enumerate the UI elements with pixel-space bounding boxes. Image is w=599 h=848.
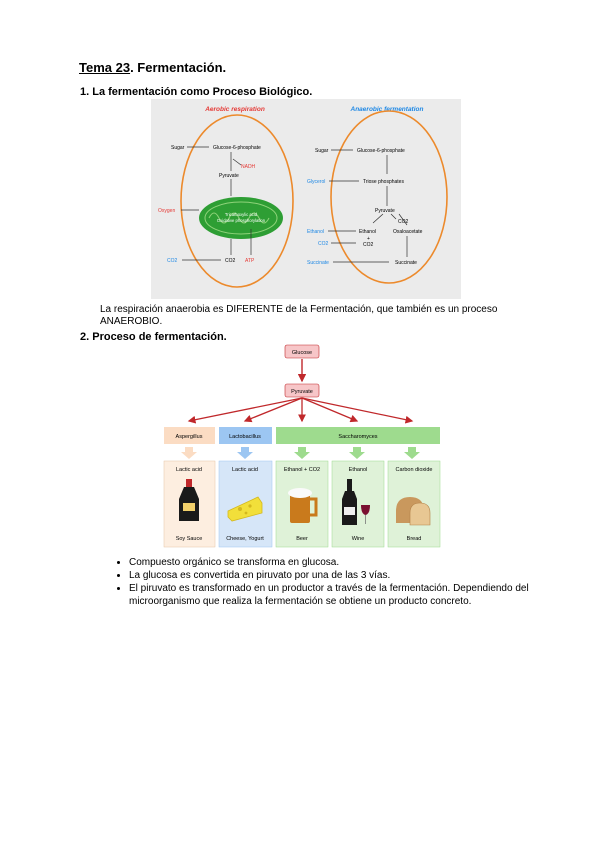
food-wine: Wine (352, 536, 365, 542)
pyruvate-label: Pyruvate (291, 389, 313, 395)
anaerobic-oxaloacetate: Oxaloacetate (393, 229, 423, 235)
beer-mug-icon (288, 488, 318, 523)
aerobic-sugar: Sugar (171, 145, 185, 151)
glucose-box (284, 344, 320, 359)
bullet-item: Compuesto orgánico se transforma en gluc… (129, 556, 529, 569)
fermentation-process-diagram: Glucose Pyruvate Aspergillus Lactobacill… (163, 344, 441, 548)
anaerobic-cell-outline (330, 110, 448, 284)
organism-saccharomyces: Saccharomyces (338, 434, 377, 440)
product-wine: Ethanol (349, 467, 368, 473)
product-cheese: Lactic acid (232, 467, 258, 473)
bullet-item: La glucosa es convertida en piruvato por… (129, 569, 529, 582)
anaerobic-pyruvate: Pyruvate (375, 208, 395, 214)
aerobic-cell-outline (180, 114, 294, 288)
aerobic-title: Aerobic respiration (204, 106, 265, 113)
aerobic-oxygen: Oxygen (158, 208, 175, 214)
organism-aspergillus: Aspergillus (176, 434, 203, 440)
anaerobic-plus: + (367, 236, 370, 242)
mito-label-2: Oxidative phosphorylation (217, 218, 266, 223)
product-bread: Carbon dioxide (396, 467, 433, 473)
aerobic-nadh: NADH (241, 164, 256, 170)
summary-bullet-list: Compuesto orgánico se transforma en gluc… (112, 556, 529, 608)
saccharomyces-box (276, 427, 440, 444)
anaerobic-succinate-left: Succinate (307, 260, 329, 266)
aerobic-pyruvate: Pyruvate (219, 173, 239, 179)
anaerobic-triose: Triose phosphates (363, 179, 404, 185)
lactobacillus-box (219, 427, 272, 444)
anaerobic-co2-b: CO2 (363, 242, 374, 248)
food-soy: Soy Sauce (176, 536, 203, 542)
page-title: Tema 23. Fermentación. (79, 60, 226, 75)
anaerobic-co2-left: CO2 (318, 241, 329, 247)
aerobic-co2-left: CO2 (167, 258, 178, 264)
pyruvate-oxaloacetate-line (398, 213, 408, 226)
wine-bottle-icon (342, 479, 370, 525)
food-bread: Bread (407, 536, 422, 542)
soy-sauce-bottle-icon (179, 479, 199, 521)
pyruvate-box (284, 383, 320, 398)
cheese-icon (227, 496, 263, 522)
column-wine (331, 460, 385, 548)
title-number: Tema 23 (79, 60, 131, 75)
aerobic-co2: CO2 (225, 258, 236, 264)
anaerobic-note-paragraph: La respiración anaerobia es DIFERENTE de… (100, 304, 498, 327)
respiration-vs-fermentation-diagram: Aerobic respiration Anaerobic fermentati… (151, 99, 461, 299)
product-beer: Ethanol + CO2 (284, 467, 320, 473)
organism-lactobacillus: Lactobacillus (229, 434, 261, 440)
food-cheese: Cheese, Yogurt (226, 536, 264, 542)
product-soy: Lactic acid (176, 467, 202, 473)
anaerobic-co2-a: CO2 (398, 219, 409, 225)
anaerobic-succinate: Succinate (395, 260, 417, 266)
pyruvate-branch-arrows (187, 397, 414, 424)
aerobic-atp: ATP (245, 258, 255, 264)
organism-down-arrows (181, 447, 420, 459)
title-text: . Fermentación. (130, 60, 227, 75)
pyruvate-ethanol-line (372, 213, 384, 224)
glucose-label: Glucose (292, 350, 312, 356)
anaerobic-ethanol: Ethanol (359, 229, 376, 235)
bullet-item: El piruvato es transformado en un produc… (129, 582, 529, 608)
mitochondrion-icon (199, 197, 283, 239)
food-beer: Beer (296, 536, 308, 542)
section-2-heading: 2. Proceso de fermentación. (80, 331, 227, 343)
anaerobic-title: Anaerobic fermentation (350, 106, 424, 113)
section-1-heading: 1. La fermentación como Proceso Biológic… (80, 86, 313, 98)
aerobic-nadh-line (232, 158, 242, 166)
diagram-background (151, 99, 461, 299)
pyruvate-co2-line (390, 213, 397, 220)
anaerobic-g6p: Glucose-6-phosphate (357, 148, 405, 154)
anaerobic-sugar: Sugar (315, 148, 329, 154)
anaerobic-glycerol: Glycerol (307, 179, 325, 185)
mito-label-1: Tricarboxylic acid (225, 212, 258, 217)
aerobic-g6p: Glucose-6-phosphate (213, 145, 261, 151)
aspergillus-box (164, 427, 215, 444)
anaerobic-ethanol-left: Ethanol (307, 229, 324, 235)
bread-icon (396, 497, 431, 526)
